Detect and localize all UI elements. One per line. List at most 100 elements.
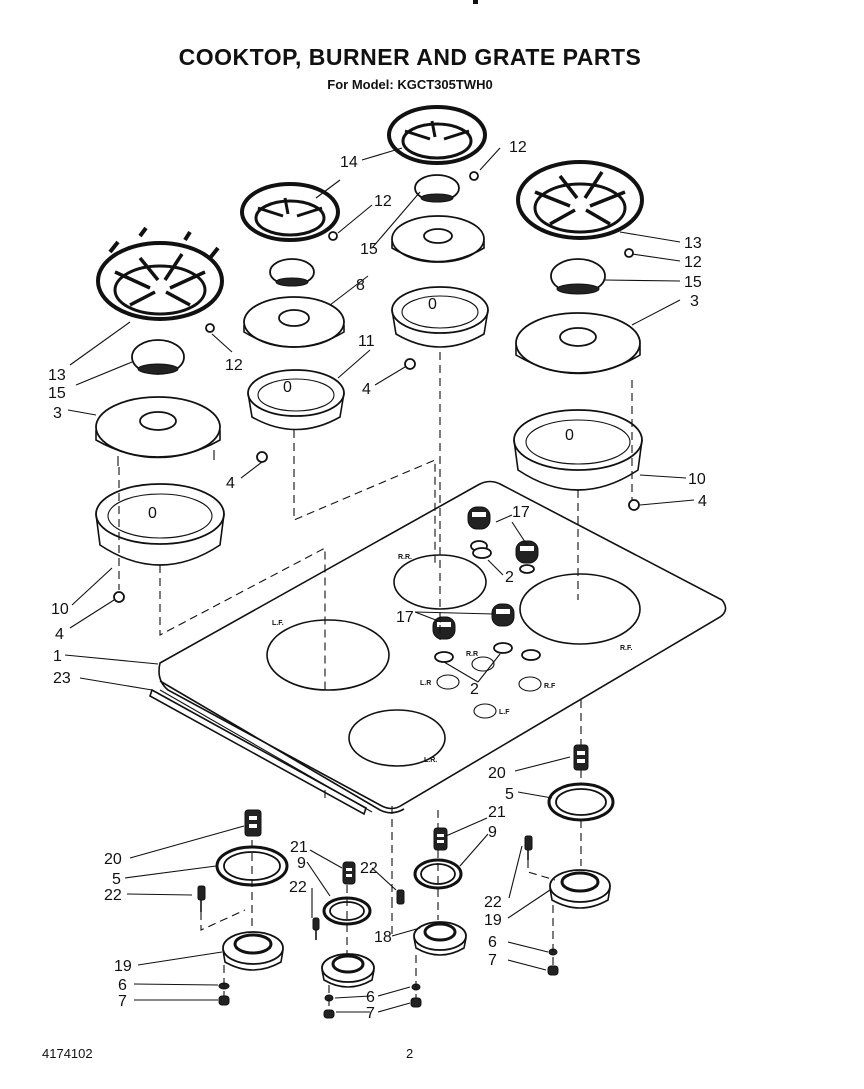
callout-5-a: 5 <box>505 786 514 803</box>
callout-19-a: 19 <box>484 912 502 929</box>
head-right-front <box>515 312 641 375</box>
callout-4-a: 4 <box>362 381 371 398</box>
knob-2 <box>515 540 539 574</box>
callout-21-a: 21 <box>488 804 506 821</box>
burner-mark-rf: R.F. <box>620 645 633 652</box>
leader-lines <box>64 147 695 1013</box>
grate-left-rear <box>240 182 340 242</box>
callout-labels: 14 12 12 15 8 11 4 4 12 13 15 3 10 4 1 2… <box>48 139 707 1022</box>
bowl-left-rear: 0 <box>247 369 345 431</box>
callout-9-a: 9 <box>488 824 497 841</box>
callout-19-b: 19 <box>114 958 132 975</box>
document-number: 4174102 <box>42 1046 93 1061</box>
grate-right-rear <box>387 105 487 165</box>
callout-14: 14 <box>340 154 358 171</box>
callout-15-b: 15 <box>48 385 66 402</box>
burner-stack-left-rear: 0 <box>240 182 436 565</box>
lower-assembly-center <box>312 806 405 1019</box>
callout-18: 18 <box>374 929 392 946</box>
callout-22-b: 22 <box>289 879 307 896</box>
model-subtitle: For Model: KGCT305TWH0 <box>327 77 493 92</box>
callout-5-b: 5 <box>112 871 121 888</box>
burner-mark-rr: R.R. <box>398 554 412 561</box>
callout-15-c: 15 <box>684 274 702 291</box>
burner-mark-lf: L.F. <box>272 620 284 627</box>
knob-hole-rr <box>471 656 495 672</box>
callout-4-c: 4 <box>55 626 64 643</box>
callout-17-a: 17 <box>512 504 530 521</box>
head-left-front <box>95 396 221 466</box>
grate-left-front <box>96 226 224 321</box>
callout-13-b: 13 <box>684 235 702 252</box>
callout-6-a: 6 <box>488 934 497 951</box>
callout-11: 11 <box>358 333 375 350</box>
callout-2-b: 2 <box>470 681 479 698</box>
callout-4-b: 4 <box>226 475 235 492</box>
callout-22-a: 22 <box>104 887 122 904</box>
callout-3-b: 3 <box>690 293 699 310</box>
burner-opening-lf <box>266 619 390 691</box>
callout-6-b: 6 <box>118 977 127 994</box>
callout-22-c: 22 <box>360 860 378 877</box>
knob-mark-rf: R.F <box>544 683 556 690</box>
knob-4 <box>491 603 515 654</box>
burner-stack-right-rear: 0 <box>387 105 489 640</box>
cooktop-panel: L.F. R.R. R.F. L.R. L.R R.R R.F L.F <box>149 480 727 816</box>
callout-21-b: 21 <box>290 839 308 856</box>
callout-4-d: 4 <box>698 493 707 510</box>
cap-right-front <box>550 258 606 295</box>
bowl-left-front: 0 <box>95 483 225 566</box>
callout-6-c: 6 <box>366 989 375 1006</box>
callout-15-a: 15 <box>360 241 378 258</box>
callout-2-a: 2 <box>505 569 514 586</box>
lower-assembly-center-right <box>410 810 467 1008</box>
svg-text:0: 0 <box>148 505 157 522</box>
trim-strip <box>149 688 367 816</box>
burner-mark-lr: L.R. <box>424 757 437 764</box>
knob-hole-rf <box>518 676 542 692</box>
cap-left-front <box>131 339 185 375</box>
burner-opening-lr <box>348 709 446 767</box>
cap-right-rear <box>414 174 460 203</box>
svg-text:0: 0 <box>428 296 437 313</box>
callout-20-a: 20 <box>488 765 506 782</box>
callout-9-b: 9 <box>297 855 306 872</box>
head-left-rear <box>243 296 345 348</box>
grate-right-front <box>516 160 644 240</box>
knob-hole-lr <box>436 674 460 690</box>
svg-text:0: 0 <box>565 427 574 444</box>
callout-1: 1 <box>53 648 62 665</box>
knob-hole-lf <box>473 703 497 719</box>
callout-23: 23 <box>53 670 71 687</box>
svg-text:0: 0 <box>283 379 292 396</box>
callout-10-a: 10 <box>51 601 69 618</box>
callout-10-b: 10 <box>688 471 706 488</box>
callout-12-c: 12 <box>225 357 243 374</box>
knob-1 <box>467 506 491 552</box>
callout-7-b: 7 <box>118 993 127 1010</box>
knob-mark-lr: L.R <box>420 680 431 687</box>
callout-12-b: 12 <box>374 193 392 210</box>
burner-opening-rf <box>519 573 641 645</box>
callout-22-d: 22 <box>484 894 502 911</box>
callout-13-a: 13 <box>48 367 66 384</box>
callout-12-d: 12 <box>684 254 702 271</box>
lower-assembly-left <box>197 790 326 1006</box>
head-right-rear <box>391 215 485 263</box>
callout-3-a: 3 <box>53 405 62 422</box>
callout-8: 8 <box>356 277 365 294</box>
knob-3 <box>432 616 456 663</box>
callout-12-a: 12 <box>509 139 527 156</box>
page-number: 2 <box>406 1046 414 1061</box>
callout-7-a: 7 <box>488 952 497 969</box>
callout-20-b: 20 <box>104 851 122 868</box>
registration-mark <box>473 0 478 4</box>
burner-stack-right-front: 0 <box>513 160 644 600</box>
page-title: COOKTOP, BURNER AND GRATE PARTS <box>178 44 642 70</box>
knob-mark-lf: L.F <box>499 709 510 716</box>
cap-left-rear <box>269 258 315 287</box>
burner-stack-left-front: 0 <box>95 226 326 690</box>
bowl-right-rear: 0 <box>391 286 489 348</box>
